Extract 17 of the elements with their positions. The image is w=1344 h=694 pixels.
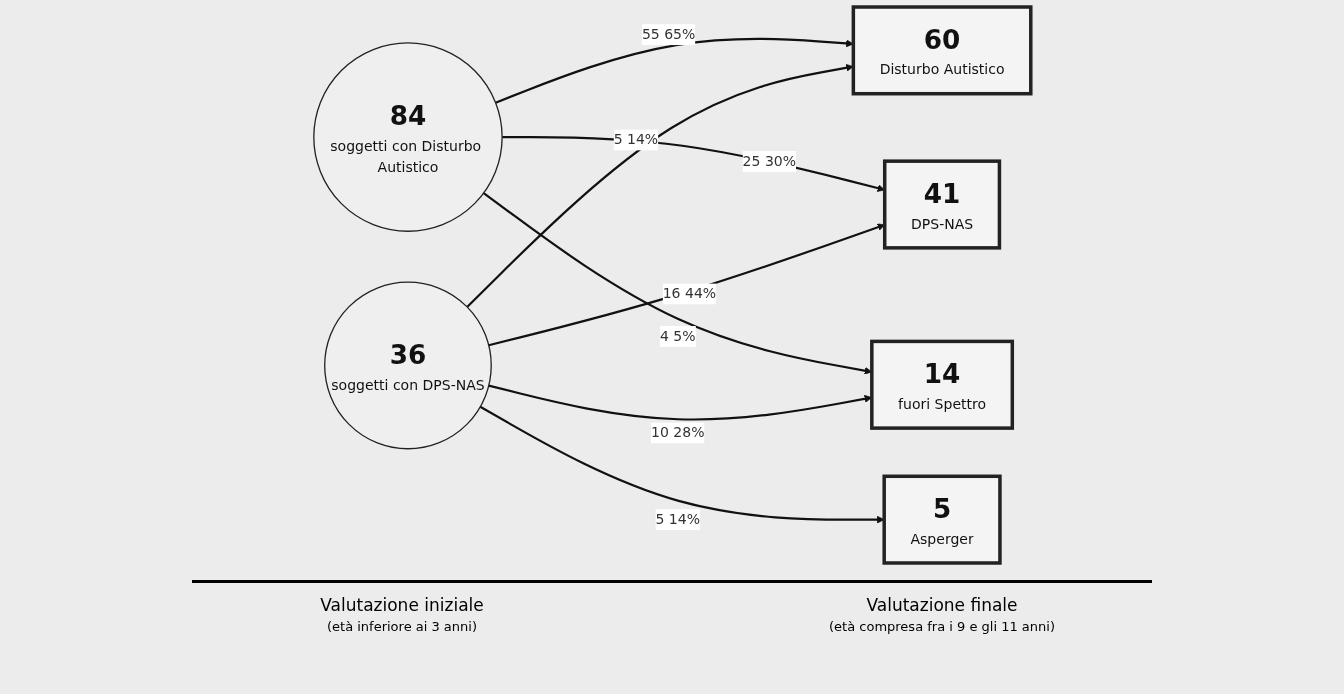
node-circle: 36 soggetti con DPS-NAS (323, 281, 492, 450)
edge-label: 10 28% (650, 424, 705, 441)
node-box: 60 Disturbo Autistico (851, 5, 1033, 96)
edge-label: 5 14% (613, 131, 658, 148)
edge-label: 55 65% (641, 25, 696, 43)
edge-label: 5 14% (655, 510, 700, 528)
axis-caption: Valutazione finale (866, 595, 1018, 615)
edge-label: 25 30% (742, 152, 796, 170)
age-note: (età inferiore ai 3 anni) (326, 619, 477, 634)
edge-label: 4 5% (659, 327, 696, 345)
node-box: 5 Asperger (882, 474, 1002, 565)
edge-label: 16 44% (662, 285, 716, 302)
axis-caption: Valutazione iniziale (320, 595, 484, 615)
node-circle: 84 soggetti con Disturbo Autistico (312, 42, 503, 232)
age-note: (età compresa fra i 9 e gli 11 anni) (829, 619, 1055, 634)
node-box: 41 DPS-NAS (882, 159, 1001, 250)
node-box: 14 fuori Spettro (869, 339, 1014, 430)
